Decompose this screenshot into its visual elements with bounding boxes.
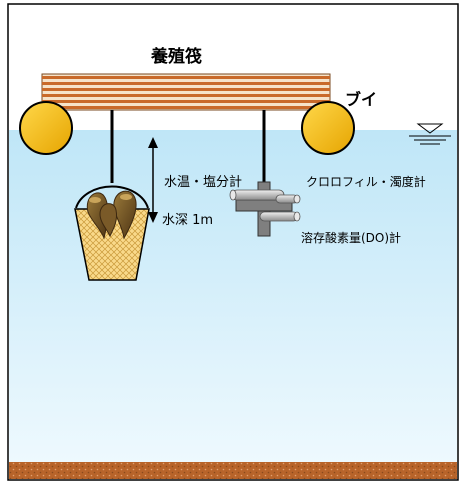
seabed — [9, 462, 457, 479]
raft — [41, 73, 331, 111]
sensor-assembly — [229, 181, 301, 237]
depth-arrow — [148, 137, 158, 223]
water-surface-symbol — [409, 123, 451, 145]
water-body — [9, 130, 457, 464]
raft-label: 養殖筏 — [151, 47, 202, 67]
depth-label: 水深 1m — [162, 213, 214, 228]
buoy-label: ブイ — [345, 90, 378, 109]
buoy-right — [301, 101, 355, 155]
oyster-cluster — [86, 190, 137, 240]
do-sensor — [259, 194, 301, 222]
buoy-left — [19, 101, 73, 155]
temp-salinity-label: 水温・塩分計 — [164, 175, 243, 190]
chlorophyll-turbidity-label: クロロフィル・濁度計 — [306, 175, 426, 189]
chlorophyll-turbidity-sensor — [229, 189, 285, 201]
do-meter-label: 溶存酸素量(DO)計 — [301, 231, 402, 245]
oyster-basket — [74, 185, 150, 281]
